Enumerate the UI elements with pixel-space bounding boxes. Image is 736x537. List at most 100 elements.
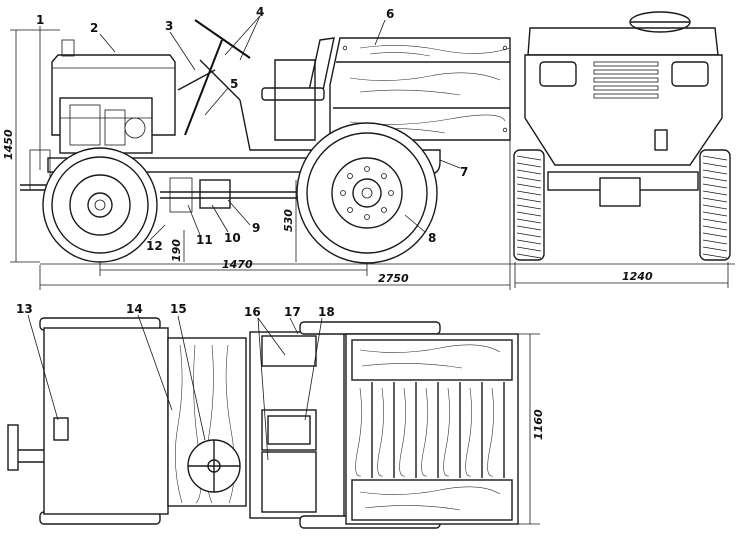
tread-line [516,155,542,161]
left-headlight [539,61,577,87]
plank-grain [443,387,450,477]
callout-leaders [27,15,461,461]
lug-bolt [388,190,394,196]
lug-bolt [347,207,353,213]
tread-line [702,176,728,182]
tread-line [702,169,728,175]
lug-bolt [364,214,370,220]
callout-10: 10 [224,231,241,245]
callout-5: 5 [230,77,238,91]
tread-line [702,239,728,245]
callout-6: 6 [386,7,394,21]
plank-grain [421,387,428,477]
lug-bolt [381,207,387,213]
tread-line [516,225,542,231]
plan-seat-area [249,331,345,519]
tread-line [516,204,542,210]
gearbox [199,179,231,209]
tread-line [702,246,728,252]
callout-2: 2 [90,21,98,35]
tread-line [516,197,542,203]
callout-4: 4 [256,5,264,19]
plank-grain [487,387,494,477]
cargo-box [329,37,511,141]
plan-view [7,317,519,529]
plan-hitch [7,424,19,471]
dim-wheelbase: 1470 [222,258,253,271]
dim-axle-height: 530 [282,209,295,232]
plank-grain [355,387,362,477]
tread-line [516,211,542,217]
lug-bolt [340,190,346,196]
callout-1: 1 [36,13,44,27]
tread-line [702,211,728,217]
plan-cargo-floor [345,333,519,525]
callout-8: 8 [428,231,436,245]
front-wheel [42,147,158,263]
lug-bolt [347,173,353,179]
tread-line [516,239,542,245]
dim-ground-clearance: 190 [170,239,183,262]
callout-14: 14 [126,302,143,316]
callout-17: 17 [284,305,301,319]
dim-width-body: 1160 [532,409,545,440]
tread-line [702,190,728,196]
callout-13: 13 [16,302,33,316]
tread-line [702,162,728,168]
tread-line [702,225,728,231]
plan-seat [261,409,317,451]
tread-line [702,197,728,203]
callout-7: 7 [460,165,468,179]
lug-bolt [381,173,387,179]
grille-slot [593,77,659,83]
tread-line [516,190,542,196]
tread-line [516,232,542,238]
callout-9: 9 [252,221,260,235]
cab-top [527,27,719,56]
grille-slot [593,93,659,99]
front-grille-body [524,54,723,166]
lug-bolt [364,166,370,172]
callout-15: 15 [170,302,187,316]
grille-slot [593,69,659,75]
callout-11: 11 [196,233,213,247]
tread-line [702,183,728,189]
dimension-lines [10,29,729,525]
tread-line [516,218,542,224]
dim-height-total: 1450 [2,129,15,160]
steering-column [184,39,223,136]
plank-grain [465,387,472,477]
seat-cushion [261,87,325,101]
side-view [20,19,511,265]
tread-line [702,204,728,210]
callout-16: 16 [244,305,261,319]
tread-line [516,162,542,168]
tread-line [516,246,542,252]
tread-line [516,176,542,182]
tread-line [702,232,728,238]
plan-hood [43,327,169,515]
rear-wheel [296,122,438,264]
tread-line [516,183,542,189]
tread-line [702,253,728,259]
callout-18: 18 [318,305,335,319]
right-headlight [671,61,709,87]
callout-3: 3 [165,19,173,33]
dim-length-total: 2750 [378,272,409,285]
engine-block [59,97,153,154]
plank-grain [399,387,406,477]
grille-slot [593,85,659,91]
grille-slot [593,61,659,67]
tread-line [516,169,542,175]
front-view [505,11,735,265]
exhaust-stack [61,39,75,57]
plank-grain [377,387,384,477]
tread-line [702,218,728,224]
steering-wheel [194,19,251,59]
tread-line [702,155,728,161]
tread-line [516,253,542,259]
callout-12: 12 [146,239,163,253]
fuel-cap [53,417,69,441]
